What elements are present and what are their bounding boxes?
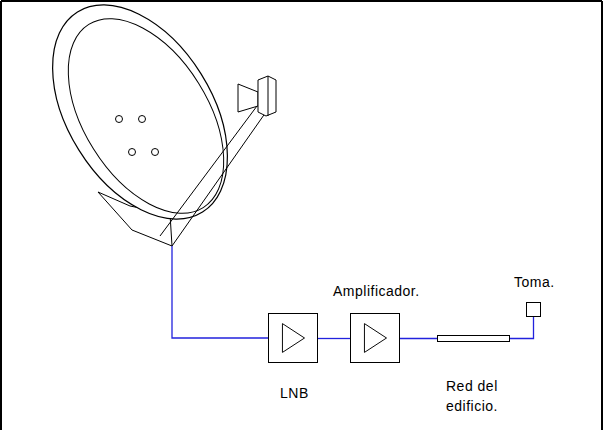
amplifier-symbol xyxy=(269,314,317,362)
feed-head xyxy=(258,76,276,116)
amplifier-box: Amplificador. xyxy=(350,313,400,363)
triangle-symbol xyxy=(282,324,304,353)
building-network-cable: Red del edificio. xyxy=(437,335,510,342)
lnb-box: LNB xyxy=(268,313,318,363)
feed-arm xyxy=(160,106,257,236)
frame-line xyxy=(0,1,2,430)
node-label: Amplificador. xyxy=(333,282,420,302)
dish-cable xyxy=(172,246,268,338)
cable-connector xyxy=(510,317,534,339)
node-label: Red del edificio. xyxy=(446,377,528,416)
dish-rim xyxy=(16,0,263,250)
feed-horn xyxy=(238,84,258,112)
dish-hole xyxy=(116,116,123,123)
node-label: LNB xyxy=(280,384,309,404)
cable-connector xyxy=(318,338,350,339)
amplifier-symbol xyxy=(351,314,399,362)
dish-hole xyxy=(129,149,136,156)
outlet-box: Toma. xyxy=(526,302,541,317)
dish-hole xyxy=(152,149,159,156)
frame-line xyxy=(1,0,602,2)
node-label: Toma. xyxy=(514,273,555,293)
dish-inner-rim xyxy=(36,0,256,240)
frame-line xyxy=(601,1,603,430)
feed-arm xyxy=(172,112,266,246)
cable-connector xyxy=(400,338,437,339)
dish-hole xyxy=(139,116,146,123)
triangle-symbol xyxy=(364,324,386,353)
feed-head-edge xyxy=(268,76,269,116)
